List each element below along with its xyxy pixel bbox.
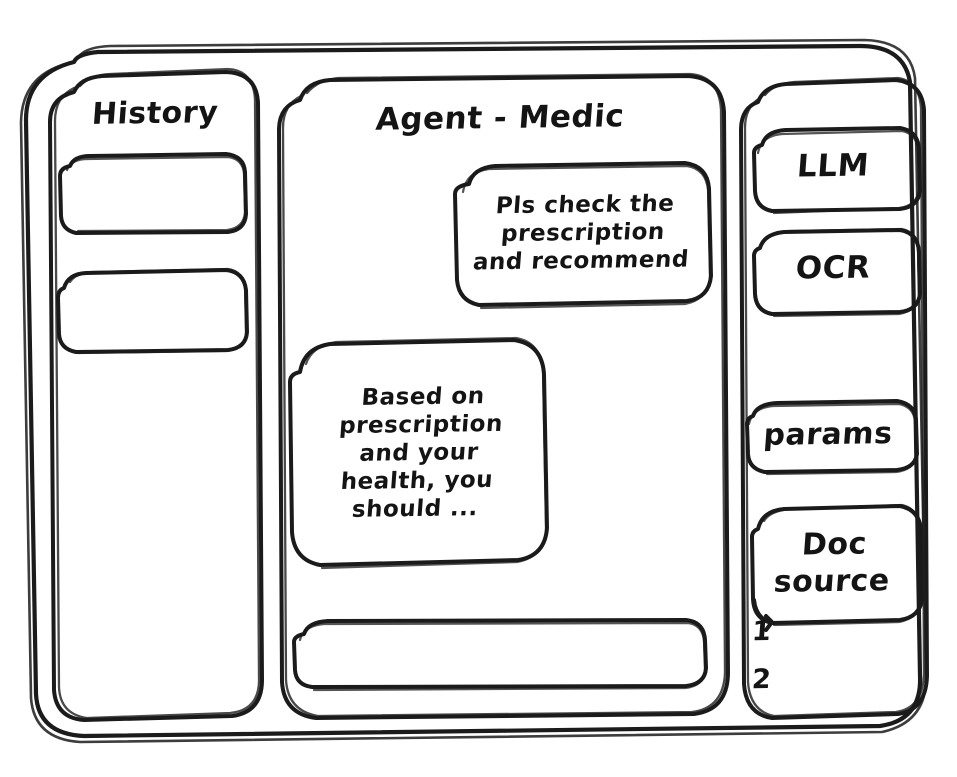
ocr-button-label: OCR bbox=[794, 249, 872, 287]
doc-source-item[interactable]: 2 bbox=[750, 663, 773, 695]
llm-button-label: LLM bbox=[795, 147, 871, 185]
doc-source-item[interactable]: 1 bbox=[750, 615, 773, 647]
user-message-text: Pls check the prescription and recommend bbox=[472, 190, 690, 276]
params-button-label: params bbox=[762, 415, 894, 453]
doc-source-label: Doc source bbox=[772, 526, 891, 600]
history-title: History bbox=[90, 94, 220, 132]
page-title: Agent - Medic bbox=[374, 98, 626, 138]
history-item-1-label bbox=[55, 153, 251, 232]
assistant-message-text: Based on prescription and your health, y… bbox=[338, 383, 504, 523]
composer-input-value bbox=[298, 619, 703, 683]
history-item-2-label bbox=[55, 269, 251, 348]
